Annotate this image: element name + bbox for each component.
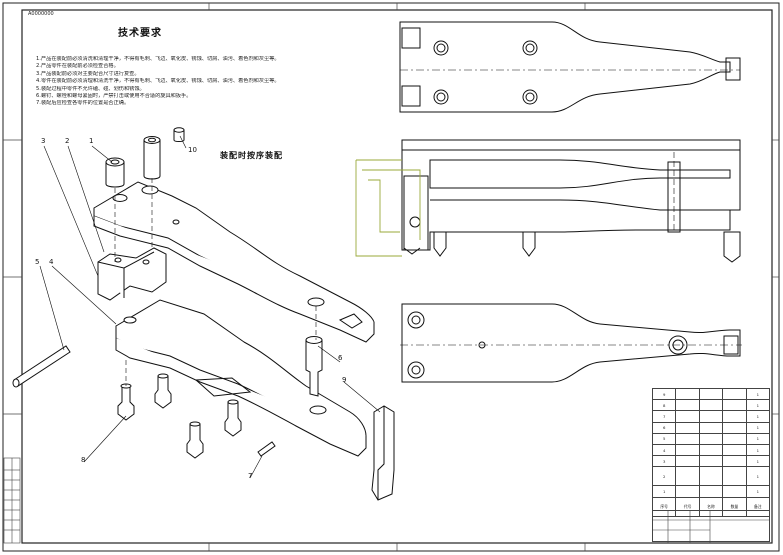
bom-cell — [698, 421, 724, 434]
bom-cell — [698, 387, 724, 401]
bom-cell: 7 — [651, 410, 677, 423]
bom-cell: 1 — [745, 455, 771, 468]
callout-5: 5 — [35, 258, 40, 266]
bom-cell — [722, 455, 747, 468]
top-view — [399, 21, 741, 113]
bom-cell — [698, 455, 724, 468]
bom-cell: 1 — [745, 399, 771, 412]
bom-cell: 2 — [651, 466, 677, 487]
bom-cell — [675, 443, 700, 457]
bom-cell — [722, 399, 747, 412]
bom-cell: 5 — [651, 432, 677, 445]
callout-3: 3 — [41, 137, 46, 145]
callout-1: 1 — [89, 137, 94, 145]
bom-cell: 6 — [651, 421, 677, 434]
bom-cell: 1 — [745, 432, 771, 445]
note-item: 5.装配过程中零件不允许磕、碰、划伤和锈蚀。 — [36, 85, 145, 92]
bom-header-cell: 备注 — [745, 496, 771, 517]
bom-cell — [675, 399, 700, 412]
bom-cell: 8 — [651, 399, 677, 412]
bom-cell — [675, 485, 700, 498]
callout-10: 10 — [188, 146, 197, 154]
bom-cell — [698, 466, 724, 487]
bom-cell: 1 — [651, 485, 677, 498]
bom-cell — [722, 432, 747, 445]
zone-ticks — [3, 3, 779, 551]
bom-header-cell: 序号 — [651, 496, 677, 517]
note-item: 4.零件在装配前必须清理和清洗干净，不得有毛刺、飞边、氧化皮、锈蚀、切屑、油污、… — [36, 78, 280, 85]
bom-cell — [675, 410, 700, 423]
bom-cell: 1 — [745, 387, 771, 401]
revision-table — [3, 457, 21, 544]
bom-cell: 1 — [745, 485, 771, 498]
frame-id-label: A0000000 — [28, 11, 54, 17]
bom-cell — [698, 432, 724, 445]
callout-8: 8 — [81, 456, 86, 464]
bom-cell: 9 — [651, 387, 677, 401]
bom-cell: 1 — [745, 466, 771, 487]
bom-cell — [698, 399, 724, 412]
note-item: 3.产品装配前必须对主要配合尺寸进行复查。 — [36, 70, 140, 77]
leader-lines — [39, 135, 381, 479]
callout-4: 4 — [49, 258, 54, 266]
note-item: 6.螺钉、螺栓和螺母紧固时，严禁打击或使用不合适的旋具和扳手。 — [36, 93, 192, 100]
callout-7: 7 — [248, 472, 253, 480]
bom-cell — [722, 443, 747, 457]
bottom-view — [400, 303, 742, 383]
bom-cell: 4 — [651, 443, 677, 457]
section-outline — [355, 159, 421, 257]
bom-cell: 3 — [651, 455, 677, 468]
bom-cell — [722, 466, 747, 487]
bom-cell — [675, 387, 700, 401]
bom-cell — [722, 485, 747, 498]
bom-cell: 1 — [745, 443, 771, 457]
bom-cell — [698, 485, 724, 498]
note-item: 1.产品在装配前必须清洗和清理干净，不得有毛刺、飞边、氧化皮、锈蚀、切屑、油污、… — [36, 56, 280, 62]
bom-cell — [675, 432, 700, 445]
bom-cell — [722, 387, 747, 401]
front-view — [401, 139, 741, 263]
bom-cell — [675, 421, 700, 434]
bom-cell — [675, 455, 700, 468]
technical-requirements-title: 技术要求 — [118, 28, 162, 39]
callout-6: 6 — [338, 354, 343, 362]
note-item: 7.装配后应检查各零件的位置是否正确。 — [36, 100, 130, 107]
technical-requirements-list: 1.产品在装配前必须清洗和清理干净，不得有毛刺、飞边、氧化皮、锈蚀、切屑、油污、… — [36, 56, 356, 108]
callout-2: 2 — [65, 137, 70, 145]
assembly-note: 装配时按序装配 — [220, 151, 283, 160]
note-item: 2.产品零件在装配前必须检查合格。 — [36, 63, 119, 70]
title-block — [652, 510, 770, 542]
callout-9: 9 — [342, 376, 347, 384]
bom-header-cell: 名称 — [698, 496, 724, 517]
bom-cell: 1 — [745, 410, 771, 423]
bom-cell — [698, 410, 724, 423]
exploded-assembly — [12, 127, 395, 501]
bom-cell — [722, 410, 747, 423]
table-header-row: 序号代号名称数量备注 — [651, 496, 771, 517]
bom-cell — [675, 466, 700, 487]
bom-cell — [722, 421, 747, 434]
bom-cell — [698, 443, 724, 457]
bom-cell: 1 — [745, 421, 771, 434]
